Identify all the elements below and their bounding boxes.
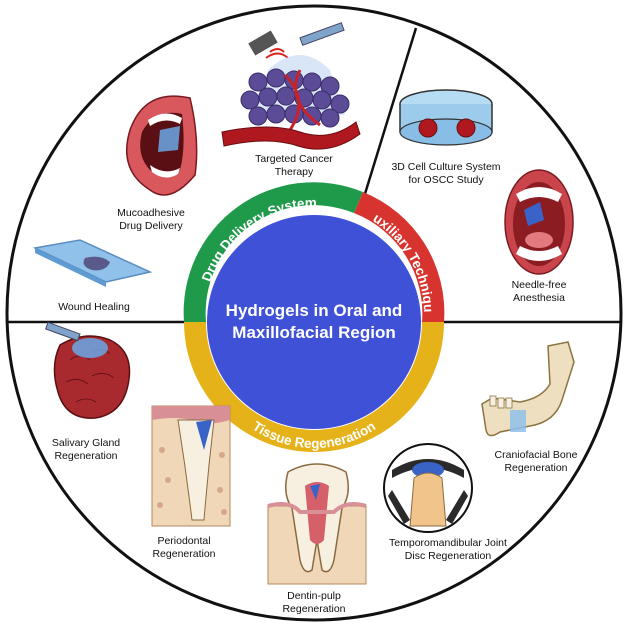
tmj-joint-icon [384, 444, 472, 532]
label-periodontal-line2: Regeneration [152, 548, 215, 560]
mouth-throat-icon [505, 170, 573, 274]
label-tmj-line1: Temporomandibular Joint [389, 537, 507, 549]
center-circle [207, 215, 421, 429]
label-targeted-cancer-line1: Targeted Cancer [255, 153, 333, 165]
label-periodontal-line1: Periodontal [157, 535, 210, 547]
label-cell-culture-line1: 3D Cell Culture System [391, 161, 500, 173]
label-craniofacial-line2: Regeneration [504, 462, 567, 474]
label-tmj-line2: Disc Regeneration [405, 550, 492, 562]
label-dentin-pulp-line2: Regeneration [282, 603, 345, 615]
label-cell-culture-line2: for OSCC Study [408, 174, 484, 186]
label-mucoadhesive-line1: Mucoadhesive [117, 207, 185, 219]
label-needle-free-line2: Anesthesia [513, 292, 565, 304]
label-salivary-line1: Salivary Gland [52, 437, 120, 449]
label-salivary-line2: Regeneration [54, 450, 117, 462]
center-title-line1: Hydrogels in Oral and [226, 301, 403, 320]
label-needle-free-line1: Needle-free [512, 279, 567, 291]
label-mucoadhesive-line2: Drug Delivery [119, 220, 183, 232]
label-dentin-pulp-line1: Dentin-pulp [287, 590, 341, 602]
petri-dish-icon [400, 90, 492, 145]
label-targeted-cancer-line2: Therapy [275, 166, 314, 178]
center-title-line2: Maxillofacial Region [232, 323, 395, 342]
label-wound-healing: Wound Healing [58, 301, 130, 313]
label-craniofacial-line1: Craniofacial Bone [495, 449, 578, 461]
periodontium-icon [152, 406, 230, 526]
